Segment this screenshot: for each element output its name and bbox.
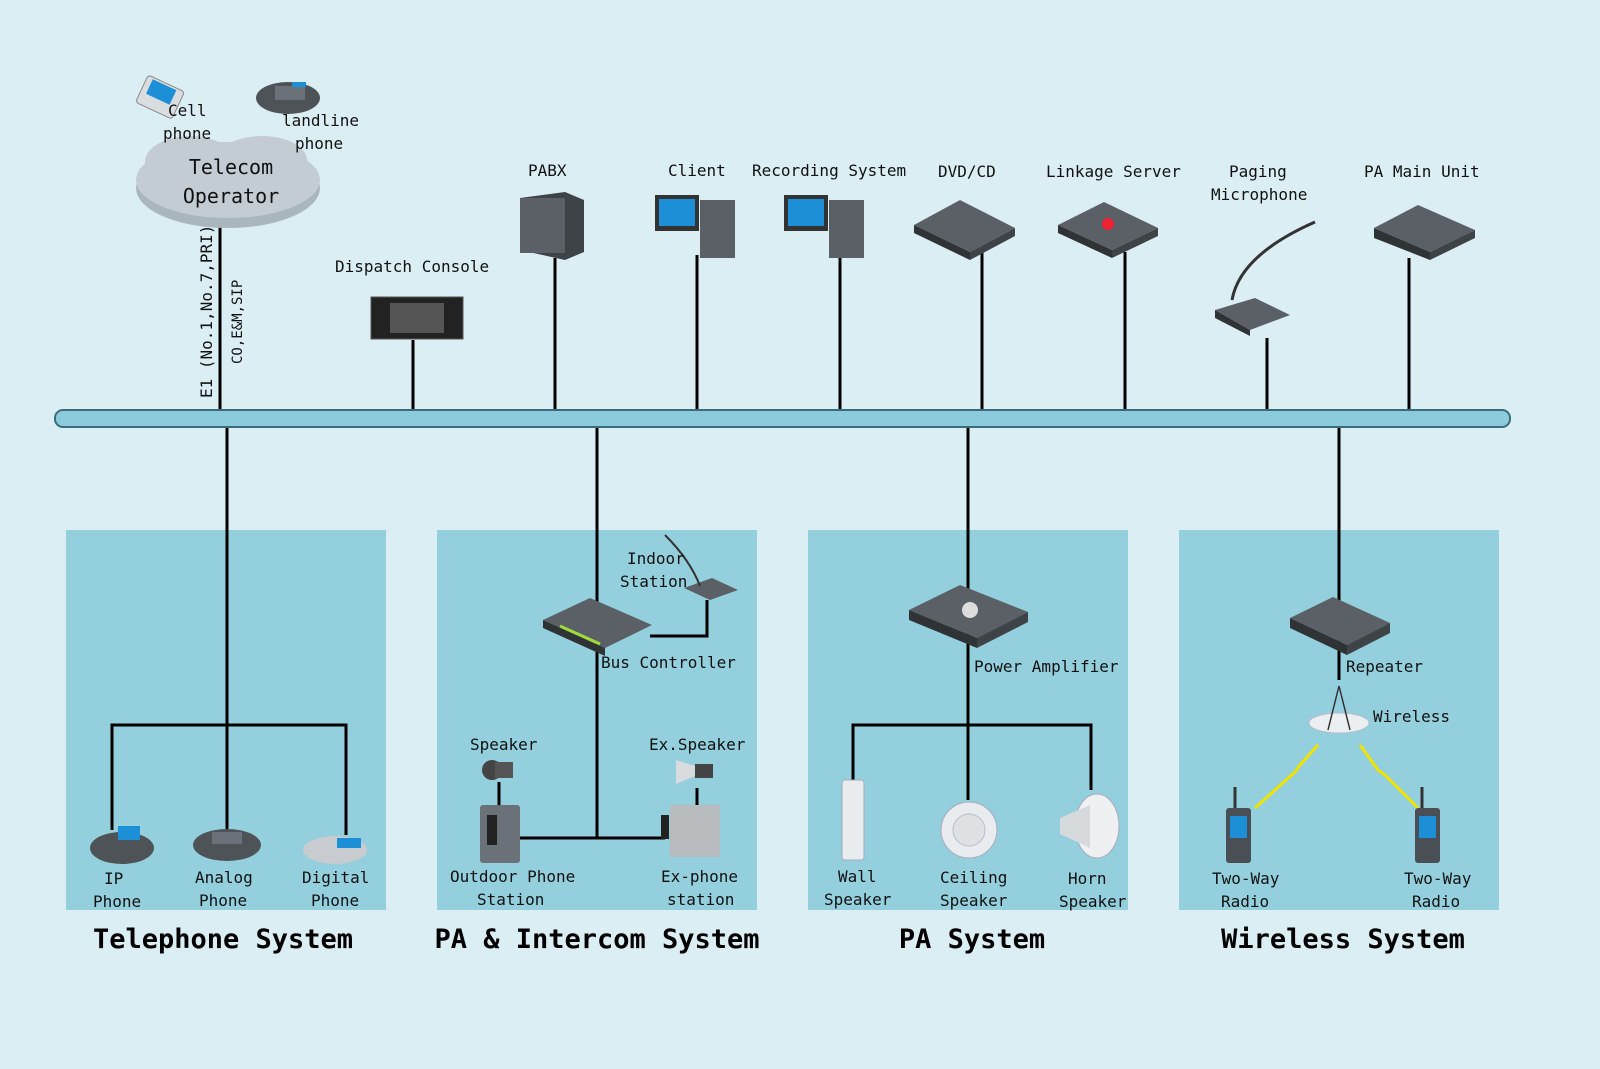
ex-phone-label-2: station <box>667 890 734 909</box>
wireless-label: Wireless <box>1373 707 1450 726</box>
pa-main-unit-label: PA Main Unit <box>1364 162 1480 181</box>
repeater-label: Repeater <box>1346 657 1423 676</box>
landline-label-2: phone <box>295 134 343 153</box>
linkage-server-label: Linkage Server <box>1046 162 1181 181</box>
digital-phone-icon <box>303 836 367 864</box>
ex-phone-station-icon <box>661 805 720 857</box>
bus-controller-icon <box>543 598 652 656</box>
paging-microphone-icon <box>1215 220 1316 336</box>
indoor-station-icon <box>664 534 738 600</box>
paging-microphone-label-1: Paging <box>1229 162 1287 181</box>
outdoor-phone-label-2: Station <box>477 890 544 909</box>
wall-speaker-label-1: Wall <box>838 867 877 886</box>
radio-right-label-1: Two-Way <box>1404 869 1472 888</box>
wall-speaker-label-2: Speaker <box>824 890 892 909</box>
pa-main-unit-icon <box>1374 205 1475 260</box>
recording-system-label: Recording System <box>752 161 906 180</box>
client-label: Client <box>668 161 726 180</box>
cell-phone-icon <box>136 75 184 119</box>
paging-microphone-label-2: Microphone <box>1211 185 1307 204</box>
wireless-system-title: Wireless System <box>1221 924 1465 955</box>
wall-speaker-icon <box>841 779 865 861</box>
two-way-radio-right-icon <box>1415 787 1440 863</box>
bus-controller-label: Bus Controller <box>601 653 736 672</box>
radio-left-label-1: Two-Way <box>1212 869 1280 888</box>
linkage-server-icon <box>1058 202 1158 258</box>
horn-speaker-label-1: Horn <box>1068 869 1107 888</box>
wireless-link-left <box>1253 743 1320 810</box>
ex-speaker-icon <box>676 760 713 784</box>
telecom-label-2: Operator <box>183 184 279 208</box>
telecom-label-1: Telecom <box>189 155 273 179</box>
pa-system-title: PA System <box>899 924 1045 955</box>
wireless-link-right <box>1358 744 1420 810</box>
dvd-player-icon <box>914 200 1015 260</box>
digital-phone-label-2: Phone <box>311 891 359 910</box>
outdoor-phone-label-1: Outdoor Phone <box>450 867 575 886</box>
repeater-icon <box>1290 597 1390 655</box>
outdoor-phone-station-icon <box>480 805 520 863</box>
ceiling-speaker-label-2: Speaker <box>940 891 1008 910</box>
network-bus <box>54 409 1511 428</box>
speaker-label: Speaker <box>470 735 538 754</box>
horn-speaker-label-2: Speaker <box>1059 892 1127 911</box>
landline-phone-icon <box>256 82 320 114</box>
telecom-operator-cloud <box>136 136 320 228</box>
pabx-label: PABX <box>528 161 567 180</box>
cell-phone-label-1: Cell <box>168 101 207 120</box>
ceiling-speaker-label-1: Ceiling <box>940 868 1007 887</box>
ip-phone-icon <box>90 826 154 864</box>
ip-phone-label-2: Phone <box>93 892 141 911</box>
ceiling-speaker-icon <box>940 801 998 859</box>
intercom-system-title: PA & Intercom System <box>434 924 759 955</box>
speaker-icon <box>482 760 513 780</box>
telephone-system-title: Telephone System <box>93 924 353 955</box>
dvd-cd-label: DVD/CD <box>938 162 996 181</box>
analog-phone-label-1: Analog <box>195 868 253 887</box>
pabx-icon <box>520 192 584 260</box>
ex-phone-label-1: Ex-phone <box>661 867 738 886</box>
trunk-label-co: CO,E&M,SIP <box>230 280 246 364</box>
wireless-tower-icon <box>1308 685 1370 734</box>
ex-speaker-label: Ex.Speaker <box>649 735 746 754</box>
ip-phone-label-1: IP <box>104 869 123 888</box>
indoor-station-label-1: Indoor <box>627 549 685 568</box>
power-amplifier-label: Power Amplifier <box>974 657 1119 676</box>
recording-system-icon <box>784 195 864 258</box>
indoor-station-label-2: Station <box>620 572 687 591</box>
radio-left-label-2: Radio <box>1221 892 1269 911</box>
power-amplifier-icon <box>909 585 1028 648</box>
radio-right-label-2: Radio <box>1412 892 1460 911</box>
top-connections <box>218 215 1411 411</box>
trunk-label-e1: E1 (No.1,No.7,PRI) <box>197 225 216 398</box>
horn-speaker-icon <box>1060 793 1120 859</box>
two-way-radio-left-icon <box>1226 787 1251 863</box>
dispatch-console-icon <box>370 296 464 340</box>
analog-phone-icon <box>193 829 261 861</box>
client-computer-icon <box>655 195 735 258</box>
landline-label-1: landline <box>282 111 359 130</box>
analog-phone-label-2: Phone <box>199 891 247 910</box>
cell-phone-label-2: phone <box>163 124 211 143</box>
digital-phone-label-1: Digital <box>302 868 369 887</box>
dispatch-console-label: Dispatch Console <box>335 257 489 276</box>
